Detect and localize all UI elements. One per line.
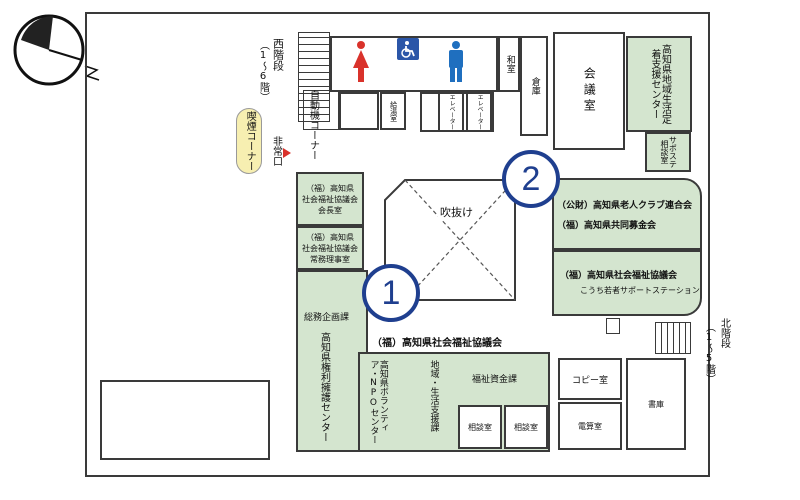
compass [5,8,105,88]
soko-top-room: 倉庫 [520,36,548,136]
jomu-line-1: （福）高知県 [306,232,354,242]
location-marker-2[interactable]: 2 [502,150,560,208]
soudan-2-label: 相談室 [514,422,538,432]
emergency-exit-label: 非常口 [270,136,282,166]
rojin-club-label: （公財）高知県老人クラブ連合会 [557,201,693,211]
elevator-2: エレベーター [466,92,492,132]
location-marker-2-label: 2 [521,159,541,198]
smoking-corner: 喫煙コーナー [236,108,262,174]
building-outline [85,12,710,477]
jomu-line-3: 常務理事室 [310,254,350,264]
west-stairs-range: （1〜6階） [257,40,269,102]
shakyo-main-lower [358,352,550,452]
chiiki-support-room: 高知県地域生活定着支援センター [626,36,692,132]
kaigishitsu-room: 会議室 [553,32,625,150]
soko-top-label: 倉庫 [529,77,540,95]
denki-room: 電算室 [558,402,622,450]
north-stairs-label: 北階段 [718,318,730,348]
left-lower-room [100,380,270,460]
male-restroom-icon [446,40,466,88]
accessible-restroom-icon [397,38,419,60]
soudan-1-room: 相談室 [458,405,502,449]
kyodo-bokin-label: （福）高知県共同募金会 [557,221,657,231]
elevator-1: エレベーター [438,92,464,132]
copy-label: コピー室 [571,375,608,386]
vending-corner [303,90,339,130]
location-marker-1-label: 1 [381,273,401,312]
west-stairs-label: 西階段 [271,38,285,71]
chiiki-seikatsu-label: 地域・生活支援課 [428,360,439,432]
emergency-exit-arrow-icon [283,148,291,158]
corridor-room [339,92,379,130]
compass-icon [13,14,100,86]
jomu-room: （福）高知県 社会福祉協議会 常務理事室 [296,226,364,270]
somu-label: 総務企画課 [304,313,350,323]
soudan-1-label: 相談室 [468,422,492,432]
rojin-kyodo-room [552,178,702,250]
shakyo-main-label: （福）高知県社会福祉協議会 [372,338,502,349]
kaichou-line-2: 社会福祉協議会 [302,194,358,204]
kaichou-line-3: 会長室 [318,205,342,215]
jomu-line-2: 社会福祉協議会 [302,243,358,253]
north-stairs [655,322,691,354]
soudan-2-room: 相談室 [504,405,548,449]
wakamono-station-label: こうち若者サポートステーション [580,286,700,295]
shoko-room: 書庫 [626,358,686,450]
copy-room: コピー室 [558,358,622,400]
smoking-corner-label: 喫煙コーナー [244,111,256,171]
fukushi-shikin-label: 福祉資金課 [472,375,518,385]
washitsu-room: 和室 [498,36,520,92]
elevator-1-label: エレベーター [448,94,456,130]
chiiki-support-label: 高知県地域生活定着支援センター [649,44,671,124]
vending-corner-label: 自動機コーナー [307,90,319,160]
support-station-room: サポステ相談室 [645,132,691,172]
north-stairs-range: （1〜5階） [703,322,715,384]
kaigishitsu-label: 会議室 [582,67,597,115]
north-stairs-landing [606,318,620,334]
support-station-label: サポステ相談室 [660,136,678,168]
atrium-label: 吹抜け [438,204,475,220]
kyutou-label: 給湯室 [389,100,398,122]
shakyo-wakamono-label: （福）高知県社会福祉協議会 [560,271,678,281]
female-restroom-icon [350,40,372,88]
elevator-2-label: エレベーター [476,94,484,130]
kenri-yogo-label: 高知県権利擁護センター [318,332,330,442]
location-marker-1[interactable]: 1 [362,264,420,322]
shakyo-wakamono-room [552,250,702,316]
kaichou-room: （福）高知県 社会福祉協議会 会長室 [296,172,364,226]
volunteer-label: 高知県ボランティア・NPOセンター [368,360,388,444]
kaichou-line-1: （福）高知県 [306,183,354,193]
shoko-label: 書庫 [648,399,664,409]
washitsu-label: 和室 [504,55,515,73]
denki-label: 電算室 [578,421,602,431]
kyutou-room: 給湯室 [380,92,406,130]
